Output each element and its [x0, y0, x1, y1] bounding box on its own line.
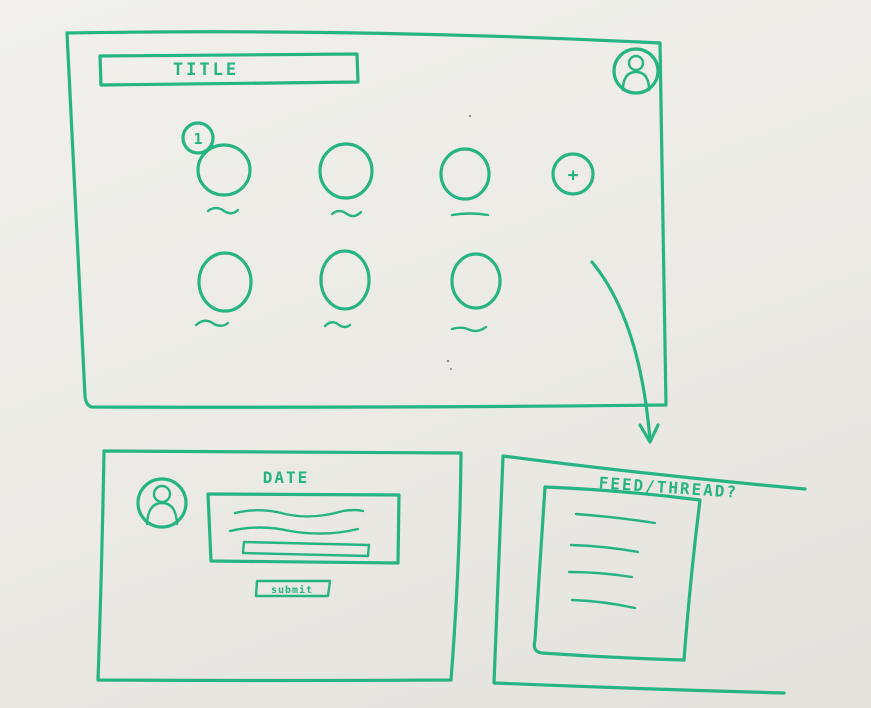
feed-item-line[interactable] — [574, 512, 657, 525]
grid-item[interactable] — [439, 147, 491, 217]
feed-item-line[interactable] — [569, 543, 640, 554]
grid-item[interactable] — [318, 142, 374, 218]
entry-profile-icon[interactable] — [136, 477, 188, 529]
grid-item[interactable] — [194, 251, 253, 327]
item-label-squiggle — [330, 209, 363, 218]
submit-label: submit — [271, 584, 313, 596]
navigation-arrow — [590, 260, 660, 444]
notification-badge: 1 — [181, 121, 215, 155]
feed-screen-border — [492, 454, 807, 695]
profile-icon[interactable] — [612, 47, 660, 95]
grid-item[interactable] — [319, 249, 371, 329]
submit-button[interactable]: submit — [254, 579, 332, 598]
grid-item[interactable] — [196, 143, 252, 215]
feed-list-panel[interactable] — [532, 485, 702, 662]
title-box — [98, 52, 360, 87]
add-item-button[interactable]: + — [551, 152, 595, 196]
title-text: TITLE — [173, 60, 239, 80]
item-label-squiggle — [323, 321, 352, 329]
entry-screen-frame — [96, 449, 463, 683]
smudge-dot — [446, 359, 450, 363]
title-bar: TITLE — [98, 52, 360, 87]
smudge-dot — [450, 368, 452, 370]
feed-screen-frame — [492, 454, 807, 695]
item-label-squiggle — [450, 212, 490, 217]
home-screen-border — [65, 30, 668, 409]
entry-text-area[interactable] — [206, 492, 401, 565]
item-label-squiggle — [450, 325, 488, 333]
smudge-dot — [468, 114, 472, 118]
badge-count: 1 — [193, 130, 202, 148]
home-screen-frame — [65, 30, 668, 409]
date-label: DATE — [263, 468, 310, 487]
entry-text-line — [228, 526, 360, 535]
add-icon: + — [568, 165, 579, 186]
item-label-squiggle — [206, 206, 240, 215]
entry-screen-border — [96, 449, 463, 683]
feed-item-line[interactable] — [570, 598, 637, 610]
item-label-squiggle — [194, 319, 230, 327]
grid-item[interactable] — [450, 252, 502, 333]
feed-item-line[interactable] — [567, 570, 634, 579]
entry-input-field[interactable] — [241, 540, 371, 558]
entry-text-line — [233, 508, 365, 518]
